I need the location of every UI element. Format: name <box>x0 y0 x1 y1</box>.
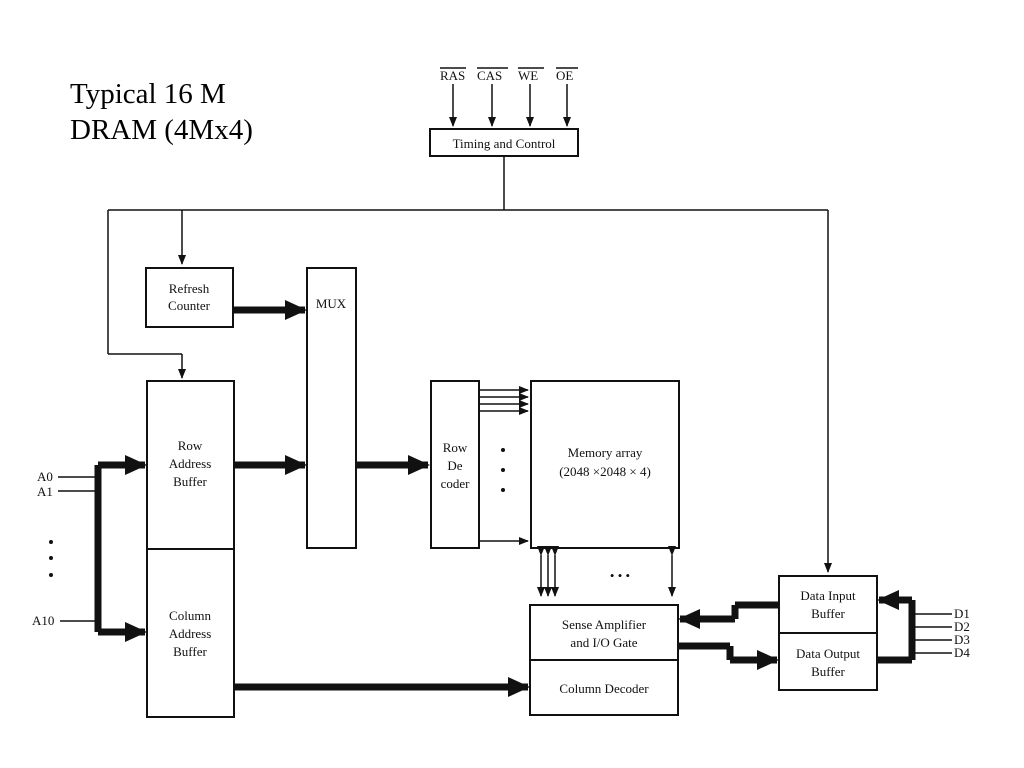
ras-label: RAS <box>440 68 465 83</box>
col-buffer-label-2: Address <box>169 626 212 641</box>
pin-d4: D4 <box>954 645 970 660</box>
row-decoder-label-2: De <box>447 458 462 473</box>
memory-array-block <box>530 380 680 549</box>
memory-array-label-2: (2048 ×2048 × 4) <box>559 464 651 479</box>
oe-label: OE <box>556 68 573 83</box>
row-select-lines <box>479 386 529 545</box>
pin-d2: D2 <box>954 619 970 634</box>
data-output-label-2: Buffer <box>811 664 845 679</box>
data-input-label-2: Buffer <box>811 606 845 621</box>
pin-a0: A0 <box>37 469 53 484</box>
memory-array-label-1: Memory array <box>568 445 643 460</box>
row-buffer-label-1: Row <box>178 438 203 453</box>
pin-d1: D1 <box>954 606 970 621</box>
refresh-counter-label-1: Refresh <box>169 281 210 296</box>
sense-amplifier-block <box>529 604 679 661</box>
io-data-paths <box>678 601 779 670</box>
bitline-ellipsis: • • • <box>610 568 630 583</box>
timing-control-label: Timing and Control <box>453 136 556 151</box>
mux-block <box>306 267 357 549</box>
data-input-label-1: Data Input <box>800 588 856 603</box>
row-decoder-block <box>430 380 480 549</box>
row-buffer-label-2: Address <box>169 456 212 471</box>
row-buffer-label-3: Buffer <box>173 474 207 489</box>
title-line-1: Typical 16 M <box>70 78 226 110</box>
refresh-counter-block <box>145 267 234 328</box>
sense-amp-label-2: and I/O Gate <box>570 635 637 650</box>
pin-d3: D3 <box>954 632 970 647</box>
control-signals: RAS CAS WE OE <box>440 67 578 127</box>
column-address-buffer-block <box>146 548 235 718</box>
col-buffer-label-3: Buffer <box>173 644 207 659</box>
cas-label: CAS <box>477 68 502 83</box>
data-pins: D1 D2 D3 D4 <box>877 590 970 664</box>
we-label: WE <box>518 68 538 83</box>
data-input-buffer-block <box>778 575 878 634</box>
pin-a1: A1 <box>37 484 53 499</box>
row-decoder-label-3: coder <box>441 476 471 491</box>
address-bus: A0 A1 A10 <box>32 455 147 642</box>
diagram-title: Typical 16 M DRAM (4Mx4) <box>70 76 253 148</box>
row-address-buffer-block <box>146 380 235 550</box>
title-line-2: DRAM (4Mx4) <box>70 114 253 146</box>
control-bus <box>107 156 832 573</box>
row-decoder-label-1: Row <box>443 440 468 455</box>
bitline-arrows: • • • <box>537 546 676 597</box>
data-output-label-1: Data Output <box>796 646 860 661</box>
column-decoder-label: Column Decoder <box>559 681 649 696</box>
col-buffer-label-1: Column <box>169 608 211 623</box>
pin-a10: A10 <box>32 613 54 628</box>
refresh-counter-label-2: Counter <box>168 298 211 313</box>
column-decoder-block <box>529 659 679 716</box>
sense-amp-label-1: Sense Amplifier <box>562 617 647 632</box>
data-output-buffer-block <box>778 632 878 691</box>
mux-label: MUX <box>316 296 347 311</box>
